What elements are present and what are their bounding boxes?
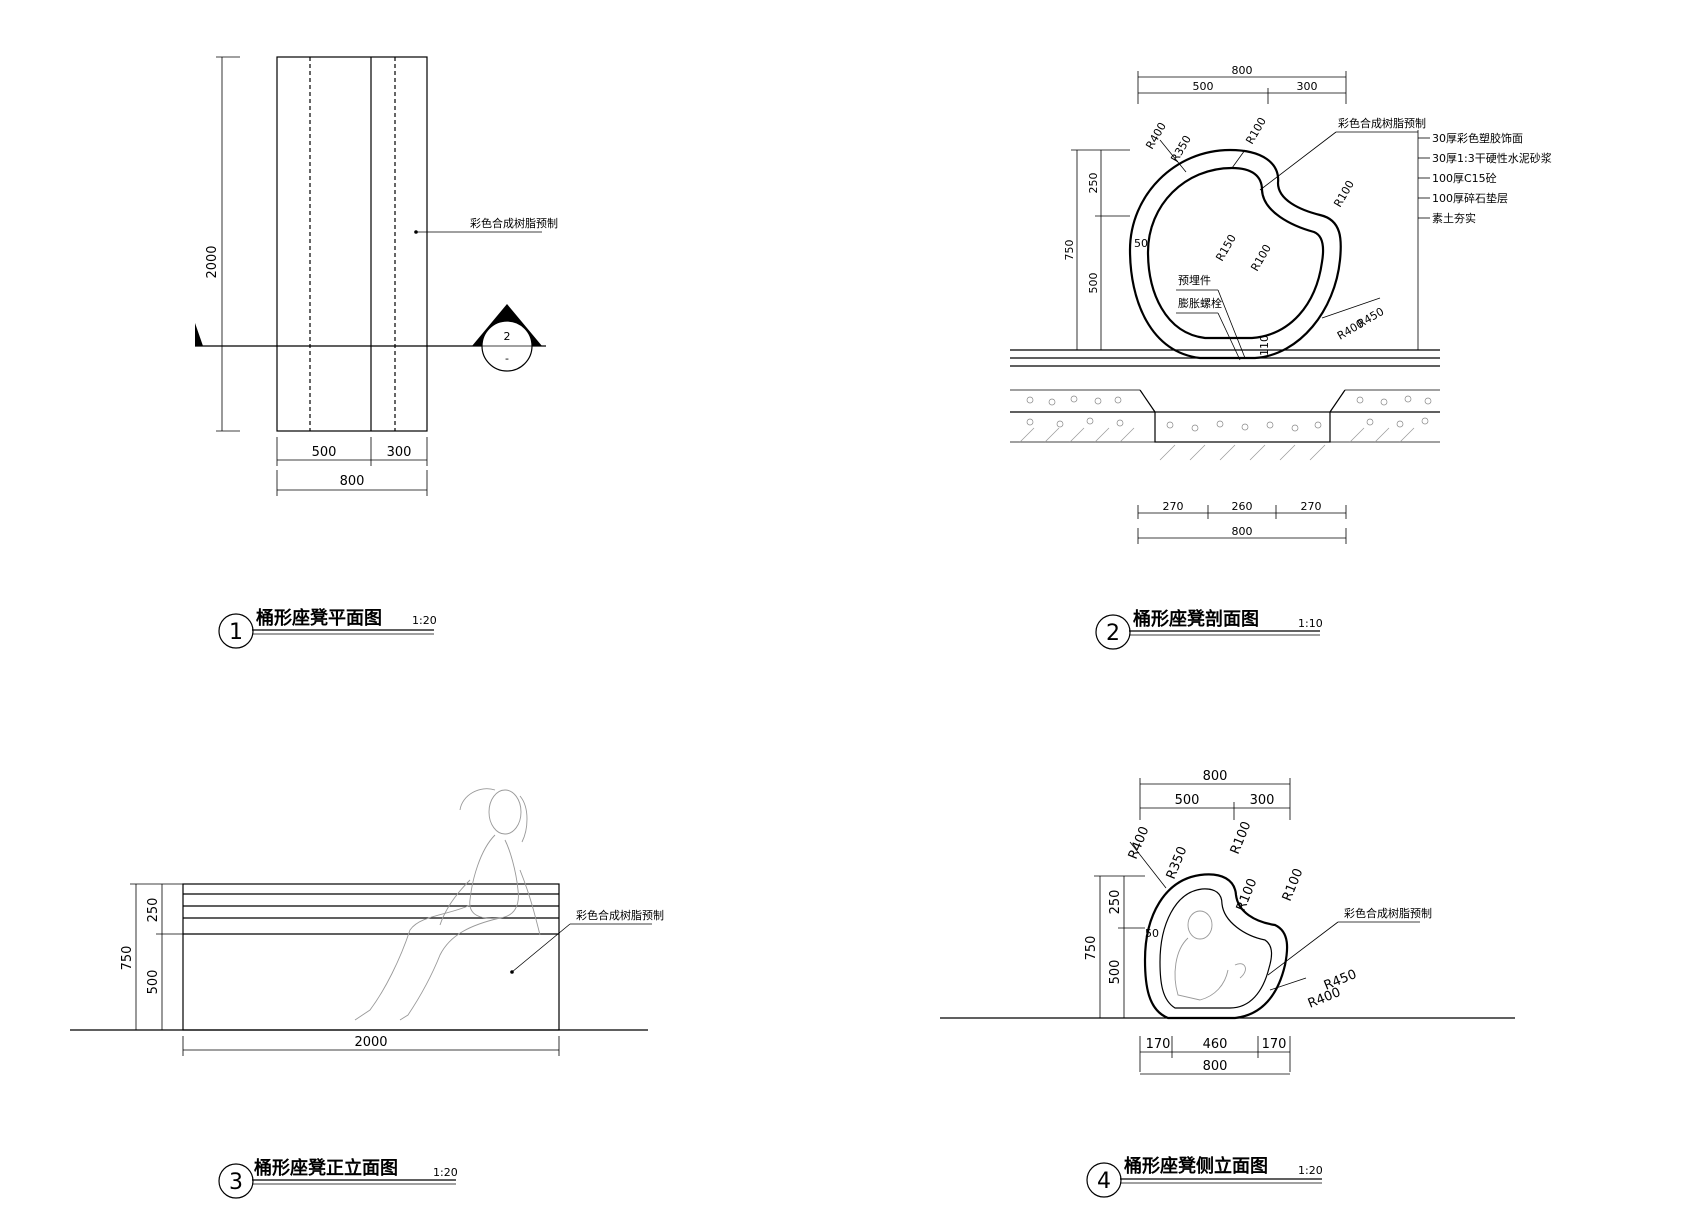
- title-block-3: 3 桶形座凳正立面图 1:20: [218, 1157, 458, 1199]
- side-dim-top-total: 800: [1203, 769, 1228, 784]
- plan-material-note: 彩色合成树脂预制: [470, 216, 558, 230]
- side-dim-bot-total: 800: [1203, 1059, 1228, 1074]
- section-dim-bot-total: 800: [1232, 525, 1253, 538]
- plan-height-dim: 2000: [205, 245, 220, 278]
- bench-front-outline: [182, 883, 560, 1031]
- side-dim-h-bottom: 500: [1108, 960, 1123, 985]
- section-dim-h-top: 250: [1087, 173, 1100, 194]
- section-base-dim: 110: [1258, 335, 1271, 356]
- title-1-text: 桶形座凳平面图: [256, 607, 382, 629]
- title-3-text: 桶形座凳正立面图: [254, 1157, 398, 1179]
- section-bench-shell-outer: [1128, 148, 1342, 360]
- title-2-text: 桶形座凳剖面图: [1133, 608, 1259, 630]
- title-1-number: 1: [229, 620, 243, 645]
- title-4-text: 桶形座凳侧立面图: [1124, 1155, 1268, 1177]
- side-dim-h-top: 250: [1108, 890, 1123, 915]
- side-radius-1: R400: [1126, 824, 1153, 861]
- section-dim-h-total: 750: [1063, 240, 1076, 261]
- title-4-scale: 1:20: [1298, 1164, 1323, 1177]
- section-material-note: 彩色合成树脂预制: [1338, 116, 1426, 130]
- side-radius-7: R400: [1306, 985, 1343, 1012]
- section-embedded-note: 预埋件: [1178, 274, 1211, 287]
- section-marker-sheet: -: [505, 352, 509, 365]
- front-material-note: 彩色合成树脂预制: [576, 908, 664, 922]
- plan-view: 2000 500 300 800 彩色合成树脂预制 2 -: [195, 56, 558, 496]
- side-radius-4: R100: [1234, 876, 1261, 913]
- side-material-note: 彩色合成树脂预制: [1344, 906, 1432, 920]
- side-dim-bot-a: 170: [1146, 1037, 1171, 1052]
- plan-dim-b: 300: [387, 445, 412, 460]
- title-block-1: 1 桶形座凳平面图 1:20: [218, 607, 437, 649]
- side-bench-inner: [1159, 888, 1273, 1009]
- section-view: 800 500 300 750 250 500 R400 R350 R100 R…: [1010, 64, 1552, 544]
- section-marker: 2 -: [472, 304, 542, 372]
- title-2-scale: 1:10: [1298, 617, 1323, 630]
- section-dim-bot-b: 260: [1232, 500, 1253, 513]
- side-dim-top-b: 300: [1250, 793, 1275, 808]
- title-block-4: 4 桶形座凳侧立面图 1:20: [1086, 1155, 1323, 1198]
- side-dim-bot-c: 170: [1262, 1037, 1287, 1052]
- side-wall-thickness: 50: [1145, 927, 1159, 940]
- front-dim-h-top: 250: [146, 898, 161, 923]
- layer-3: 100厚C15砼: [1432, 172, 1497, 185]
- title-4-number: 4: [1097, 1169, 1111, 1194]
- child-figure: [1174, 910, 1246, 1001]
- front-elevation-view: 750 250 500 2000 彩色合成树脂预制: [70, 788, 664, 1056]
- side-dim-bot-b: 460: [1203, 1037, 1228, 1052]
- plan-dim-a: 500: [312, 445, 337, 460]
- section-radius-6: R100: [1248, 242, 1274, 273]
- section-dim-top-total: 800: [1232, 64, 1253, 77]
- section-radius-5: R150: [1213, 232, 1239, 263]
- section-wall-thickness: 50: [1134, 237, 1148, 250]
- section-dim-top-b: 300: [1297, 80, 1318, 93]
- side-bench-outer: [1143, 873, 1289, 1020]
- layer-4: 100厚碎石垫层: [1432, 191, 1508, 205]
- bench-plan-outline: [276, 56, 428, 432]
- front-dim-h-total: 750: [120, 946, 135, 971]
- front-dim-length: 2000: [354, 1035, 387, 1050]
- layer-1: 30厚彩色塑胶饰面: [1432, 131, 1523, 145]
- side-elevation-view: 800 500 300 R400 R350 R100 R100 R100 R45…: [940, 769, 1515, 1075]
- section-dim-top-a: 500: [1193, 80, 1214, 93]
- title-3-number: 3: [229, 1170, 243, 1195]
- section-radius-4: R100: [1331, 178, 1357, 209]
- side-radius-2: R350: [1164, 844, 1191, 881]
- section-bench-shell-inner: [1146, 166, 1325, 340]
- section-marker-number: 2: [504, 330, 511, 343]
- front-dim-h-bottom: 500: [146, 970, 161, 995]
- title-2-number: 2: [1106, 621, 1120, 646]
- title-block-2: 2 桶形座凳剖面图 1:10: [1095, 608, 1323, 650]
- section-radius-2: R350: [1168, 133, 1194, 164]
- section-bolt-note: 膨胀螺栓: [1178, 296, 1222, 310]
- section-dim-bot-a: 270: [1163, 500, 1184, 513]
- side-radius-3: R100: [1228, 819, 1255, 856]
- side-dim-h-total: 750: [1084, 936, 1099, 961]
- title-1-scale: 1:20: [412, 614, 437, 627]
- side-dim-top-a: 500: [1175, 793, 1200, 808]
- side-radius-5: R100: [1280, 866, 1307, 903]
- layer-5: 素土夯实: [1432, 211, 1476, 225]
- plan-dim-total: 800: [340, 474, 365, 489]
- section-dim-bot-c: 270: [1301, 500, 1322, 513]
- section-radius-8: R400: [1335, 317, 1366, 343]
- layer-2: 30厚1:3干硬性水泥砂浆: [1432, 151, 1552, 165]
- title-3-scale: 1:20: [433, 1166, 458, 1179]
- section-radius-3: R100: [1243, 115, 1269, 146]
- seated-figure: [354, 788, 541, 1021]
- section-dim-h-bottom: 500: [1087, 273, 1100, 294]
